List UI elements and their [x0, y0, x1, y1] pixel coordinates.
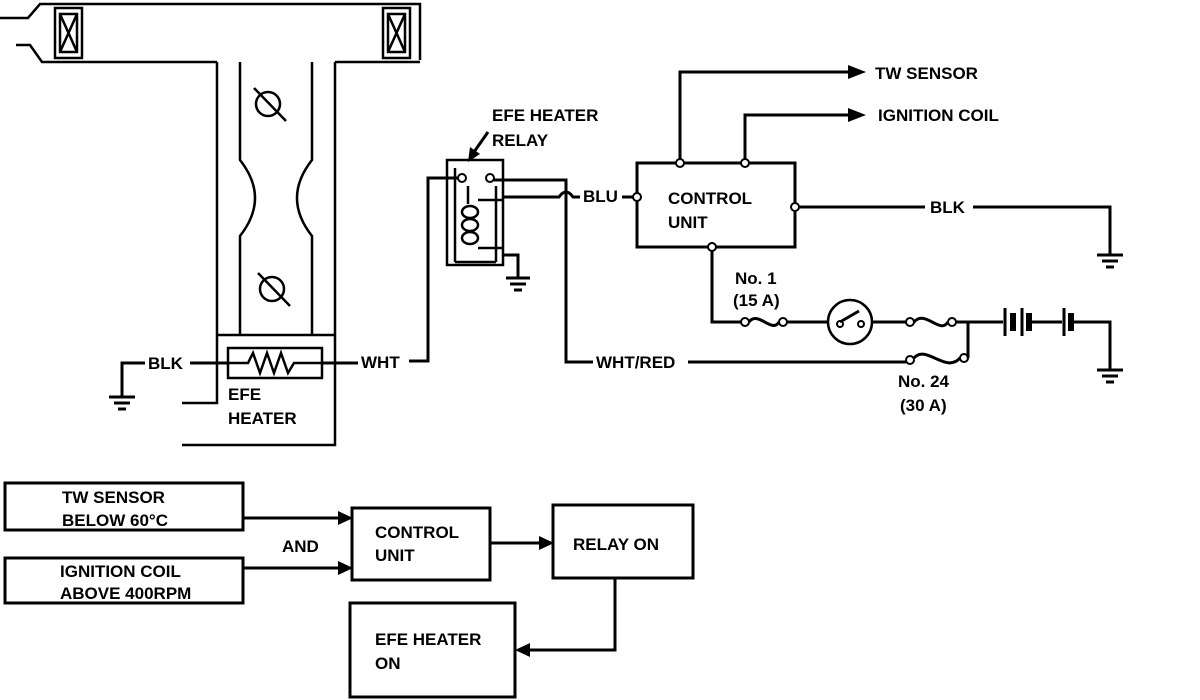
injector-left — [53, 6, 84, 60]
control-unit-terminal-tw — [675, 158, 685, 168]
wht-red-wire: WHT/RED — [494, 178, 906, 372]
throttle-valve-lower — [257, 272, 291, 307]
efe-heater-label-line2: HEATER — [228, 409, 297, 428]
tw-condition-line1: TW SENSOR — [62, 488, 165, 507]
intake-manifold: EFE HEATER — [0, 2, 422, 447]
main-fuse — [905, 316, 957, 328]
relay-pointer-arrowhead — [468, 147, 480, 162]
efe-heater-label-line1: EFE — [228, 385, 261, 404]
tw-condition-box: TW SENSOR BELOW 60°C — [3, 481, 245, 532]
efe-heater-element — [226, 346, 324, 380]
blk-wire-left: BLK — [109, 354, 228, 411]
relay-title-line2: RELAY — [492, 131, 549, 150]
fuse-24: No. 24 (30 A) — [898, 322, 970, 415]
tw-sensor-label: TW SENSOR — [875, 64, 978, 83]
ground-symbol-right-upper — [1097, 253, 1123, 269]
tw-sensor-arrowhead — [848, 65, 866, 79]
manifold-bottom-wall — [16, 43, 420, 64]
ignition-switch — [826, 298, 874, 346]
relay-on-box: RELAY ON — [551, 503, 695, 580]
relay-on-label: RELAY ON — [573, 535, 659, 554]
ignition-condition-box: IGNITION COIL ABOVE 400RPM — [3, 556, 245, 605]
blu-wire: BLU — [503, 187, 633, 206]
control-unit-terminal-power — [707, 242, 717, 252]
control-unit-label-line1: CONTROL — [668, 189, 752, 208]
relay-terminal-right — [485, 173, 495, 183]
throttle-valve-upper — [253, 87, 287, 122]
control-unit: CONTROL UNIT — [632, 158, 800, 252]
relay-pointer-arrow — [472, 131, 490, 153]
ground-symbol-right-lower — [1097, 368, 1123, 384]
and-label: AND — [282, 537, 319, 556]
control-unit-step-line1: CONTROL — [375, 523, 459, 542]
relay-housing — [445, 158, 505, 267]
blu-wire-label: BLU — [583, 187, 618, 206]
fuse-24-label-line2: (30 A) — [900, 396, 947, 415]
wht-wire: WHT — [322, 176, 458, 372]
tw-condition-line2: BELOW 60°C — [62, 511, 168, 530]
throttle-body-outer-left — [182, 62, 219, 405]
ignition-coil-label: IGNITION COIL — [878, 106, 999, 125]
venturi-left-wall — [238, 62, 257, 335]
arrowhead-ignition-to-control — [338, 561, 353, 575]
ignition-coil-lead: IGNITION COIL — [743, 106, 999, 159]
tw-sensor-lead: TW SENSOR — [678, 64, 978, 159]
control-unit-step-box: CONTROL UNIT — [350, 506, 492, 582]
ignition-condition-line2: ABOVE 400RPM — [60, 584, 191, 603]
blk-wire-left-label: BLK — [148, 354, 184, 373]
fuse-1-label-line2: (15 A) — [733, 291, 780, 310]
injector-right — [381, 6, 412, 60]
relay-coil — [460, 186, 503, 250]
heater-on-line2: ON — [375, 654, 401, 673]
arrow-relay-to-heater — [528, 578, 617, 652]
control-unit-step-line2: UNIT — [375, 546, 415, 565]
arrowhead-tw-to-control — [338, 511, 353, 525]
efe-heater-relay: EFE HEATER RELAY — [445, 106, 598, 267]
power-feed: No. 1 (15 A) — [710, 251, 1123, 384]
ground-symbol-relay — [506, 276, 530, 292]
arrowhead-relay-to-heater — [515, 643, 530, 657]
blk-wire-right-label: BLK — [930, 198, 966, 217]
fuse-1: No. 1 (15 A) — [733, 269, 788, 327]
venturi-right-wall — [295, 62, 314, 335]
wht-red-wire-label: WHT/RED — [596, 353, 675, 372]
ground-symbol-left — [109, 395, 135, 411]
logic-flowchart: TW SENSOR BELOW 60°C IGNITION COIL ABOVE… — [3, 481, 695, 699]
ignition-condition-line1: IGNITION COIL — [60, 562, 181, 581]
relay-ground — [503, 253, 530, 292]
fuse-24-label-line1: No. 24 — [898, 372, 950, 391]
control-unit-terminal-blk — [790, 202, 800, 212]
heater-on-line1: EFE HEATER — [375, 630, 481, 649]
relay-title-line1: EFE HEATER — [492, 106, 598, 125]
manifold-top-wall — [0, 2, 422, 60]
control-unit-terminal-ign — [740, 158, 750, 168]
battery — [1003, 308, 1074, 336]
arrowhead-control-to-relay — [539, 536, 554, 550]
control-unit-box — [635, 161, 797, 249]
control-unit-label-line2: UNIT — [668, 213, 708, 232]
blk-wire-right: BLK — [799, 198, 1123, 269]
throttle-body-outer-right — [182, 62, 337, 447]
wht-wire-label: WHT — [361, 353, 400, 372]
heater-on-box: EFE HEATER ON — [348, 601, 517, 699]
relay-terminal-left — [457, 173, 467, 183]
fuse-1-label-line1: No. 1 — [735, 269, 777, 288]
control-unit-terminal-blu — [632, 192, 642, 202]
ignition-coil-arrowhead — [848, 108, 866, 122]
